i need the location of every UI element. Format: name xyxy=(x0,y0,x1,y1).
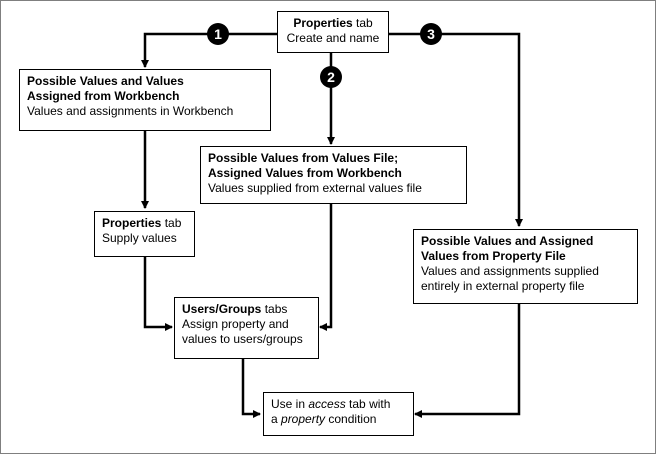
box-properties-supply-text: Supply values xyxy=(102,231,177,245)
box-workbench-title-2: Assigned from Workbench xyxy=(27,89,180,103)
box-properties-create-text: Create and name xyxy=(286,31,380,45)
box-properties-supply: Properties tab Supply values xyxy=(94,211,195,257)
badge-1: 1 xyxy=(207,23,229,45)
box-users-groups-text-2: values to users/groups xyxy=(182,332,303,346)
box-workbench-text: Values and assignments in Workbench xyxy=(27,104,234,118)
box-workbench: Possible Values and Values Assigned from… xyxy=(19,69,271,131)
box-use-access: Use in access tab with a property condit… xyxy=(263,392,414,436)
arrow-values-file-to-users-groups xyxy=(319,203,333,331)
box-property-file-text-2: entirely in external property file xyxy=(421,279,585,293)
box-workbench-title-1: Possible Values and Values xyxy=(27,74,184,88)
box-values-file: Possible Values from Values File; Assign… xyxy=(200,146,467,204)
box-properties-create-title: Properties xyxy=(293,16,353,30)
box-use-access-line-1: Use in access tab with xyxy=(271,397,391,411)
badge-2: 2 xyxy=(320,66,342,88)
box-property-file: Possible Values and Assigned Values from… xyxy=(413,229,638,304)
box-property-file-title-2: Values from Property File xyxy=(421,249,566,263)
box-use-access-line-2: a property condition xyxy=(271,412,377,426)
box-properties-create: Properties tab Create and name xyxy=(277,11,389,53)
arrow-users-groups-to-access xyxy=(241,358,261,418)
box-users-groups: Users/Groups tabs Assign property and va… xyxy=(174,297,319,359)
box-properties-supply-title: Properties xyxy=(102,216,162,230)
box-values-file-title-2: Assigned Values from Workbench xyxy=(208,166,402,180)
arrow-properties-to-workbench xyxy=(141,32,277,68)
box-property-file-title-1: Possible Values and Assigned xyxy=(421,234,594,248)
box-users-groups-title: Users/Groups xyxy=(182,302,262,316)
arrow-property-file-to-access xyxy=(414,303,521,418)
box-users-groups-text-1: Assign property and xyxy=(182,317,289,331)
badge-3: 3 xyxy=(420,23,442,45)
box-property-file-text-1: Values and assignments supplied xyxy=(421,264,599,278)
arrow-supply-to-users-groups xyxy=(143,257,173,331)
box-values-file-text: Values supplied from external values fil… xyxy=(208,181,422,195)
box-values-file-title-1: Possible Values from Values File; xyxy=(208,151,399,165)
